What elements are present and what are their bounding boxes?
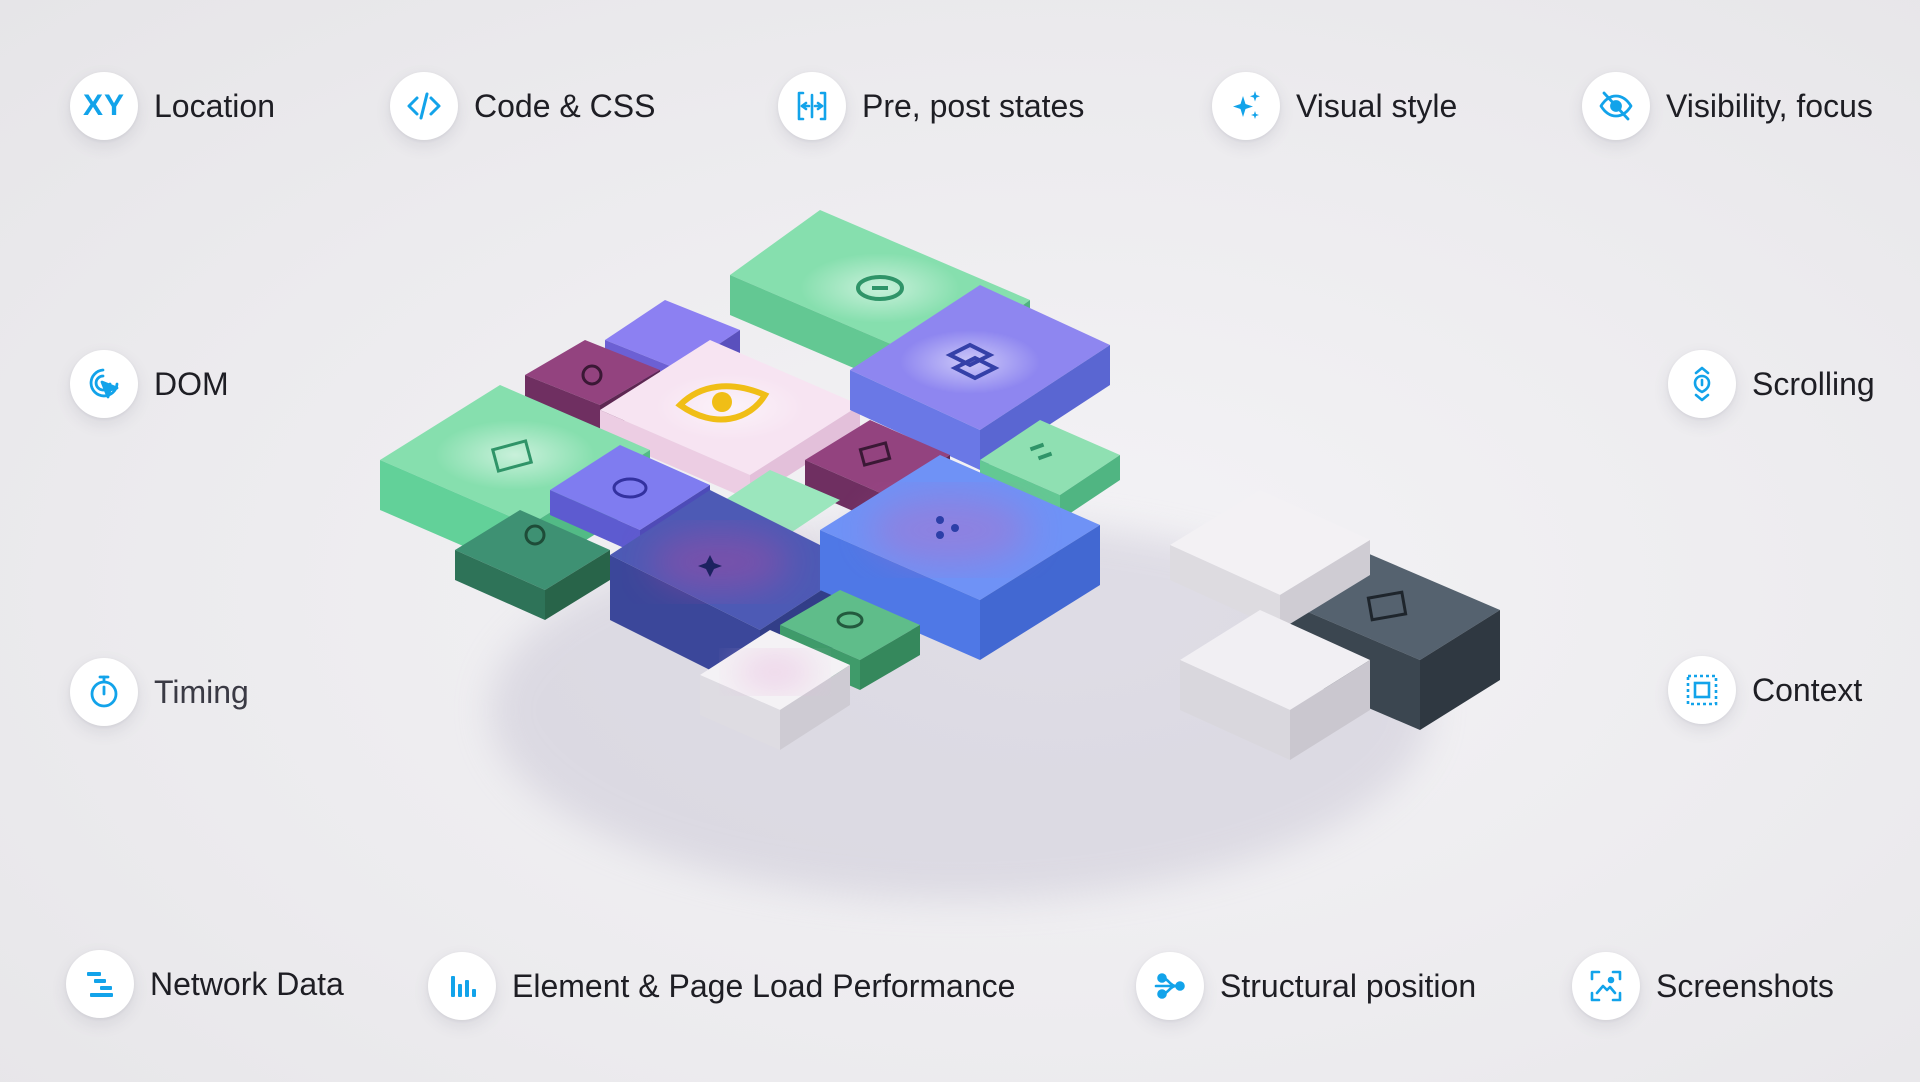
screenshot-tile-icon — [490, 439, 534, 473]
branch-tile-icon — [936, 516, 959, 539]
feature-label: Element & Page Load Performance — [512, 967, 1016, 1004]
feature-screenshots: Screenshots — [1572, 952, 1834, 1020]
tile-white-front — [700, 630, 850, 750]
feature-label: Structural position — [1220, 967, 1477, 1004]
cursor-target-tile-icon — [581, 364, 603, 386]
stopwatch-tile-icon — [524, 524, 546, 546]
pre-post-tile-icon — [858, 441, 892, 467]
scroll-icon — [1668, 350, 1736, 418]
xy-icon: XY — [70, 72, 138, 140]
feature-visual-style: Visual style — [1212, 72, 1457, 140]
layers-icon — [945, 342, 1000, 381]
feature-label: Scrolling — [1752, 365, 1875, 402]
feature-context: Context — [1668, 656, 1862, 724]
network-tile-icon — [1029, 442, 1053, 461]
isometric-tile-illustration — [380, 210, 1500, 900]
feature-network-data: Network Data — [66, 950, 344, 1018]
feature-dom: DOM — [70, 350, 229, 418]
screenshot-icon — [1572, 952, 1640, 1020]
cursor-target-icon — [70, 350, 138, 418]
feature-label: DOM — [154, 365, 229, 402]
feature-label: Visual style — [1296, 87, 1458, 124]
feature-performance: Element & Page Load Performance — [428, 952, 1015, 1020]
context-frame-icon — [1668, 656, 1736, 724]
feature-label: Context — [1752, 671, 1863, 708]
structure-branch-icon — [1136, 952, 1204, 1020]
feature-structural-position: Structural position — [1136, 952, 1476, 1020]
feature-label: Pre, post states — [862, 87, 1085, 124]
feature-visibility-focus: Visibility, focus — [1582, 72, 1873, 140]
chip-icon — [1366, 590, 1408, 622]
feature-location: XY Location — [70, 72, 275, 140]
feature-label: Location — [154, 87, 275, 124]
network-data-icon — [66, 950, 134, 1018]
feature-label: Timing — [154, 673, 249, 710]
feature-label: Network Data — [150, 965, 344, 1002]
tile-teal-timing — [455, 510, 610, 620]
feature-scrolling: Scrolling — [1668, 350, 1875, 418]
scroll-tile-icon — [836, 611, 864, 629]
stopwatch-icon — [70, 658, 138, 726]
tile-blue-structural — [820, 455, 1100, 660]
sparkles-icon — [1212, 72, 1280, 140]
pre-post-states-icon — [778, 72, 846, 140]
sparkle-tile-icon — [698, 555, 722, 577]
tile-white-right — [1170, 490, 1370, 760]
feature-code-css: Code & CSS — [390, 72, 655, 140]
eye-slash-tile-icon — [612, 477, 648, 499]
feature-label: Screenshots — [1656, 967, 1834, 1004]
feature-timing: Timing — [70, 658, 249, 726]
eye-slash-icon — [1582, 72, 1650, 140]
bar-chart-icon — [428, 952, 496, 1020]
eye-icon — [675, 383, 770, 423]
feature-label: Visibility, focus — [1666, 87, 1873, 124]
code-icon — [390, 72, 458, 140]
feature-label: Code & CSS — [474, 87, 656, 124]
feature-pre-post-states: Pre, post states — [778, 72, 1084, 140]
focus-icon — [856, 275, 904, 301]
